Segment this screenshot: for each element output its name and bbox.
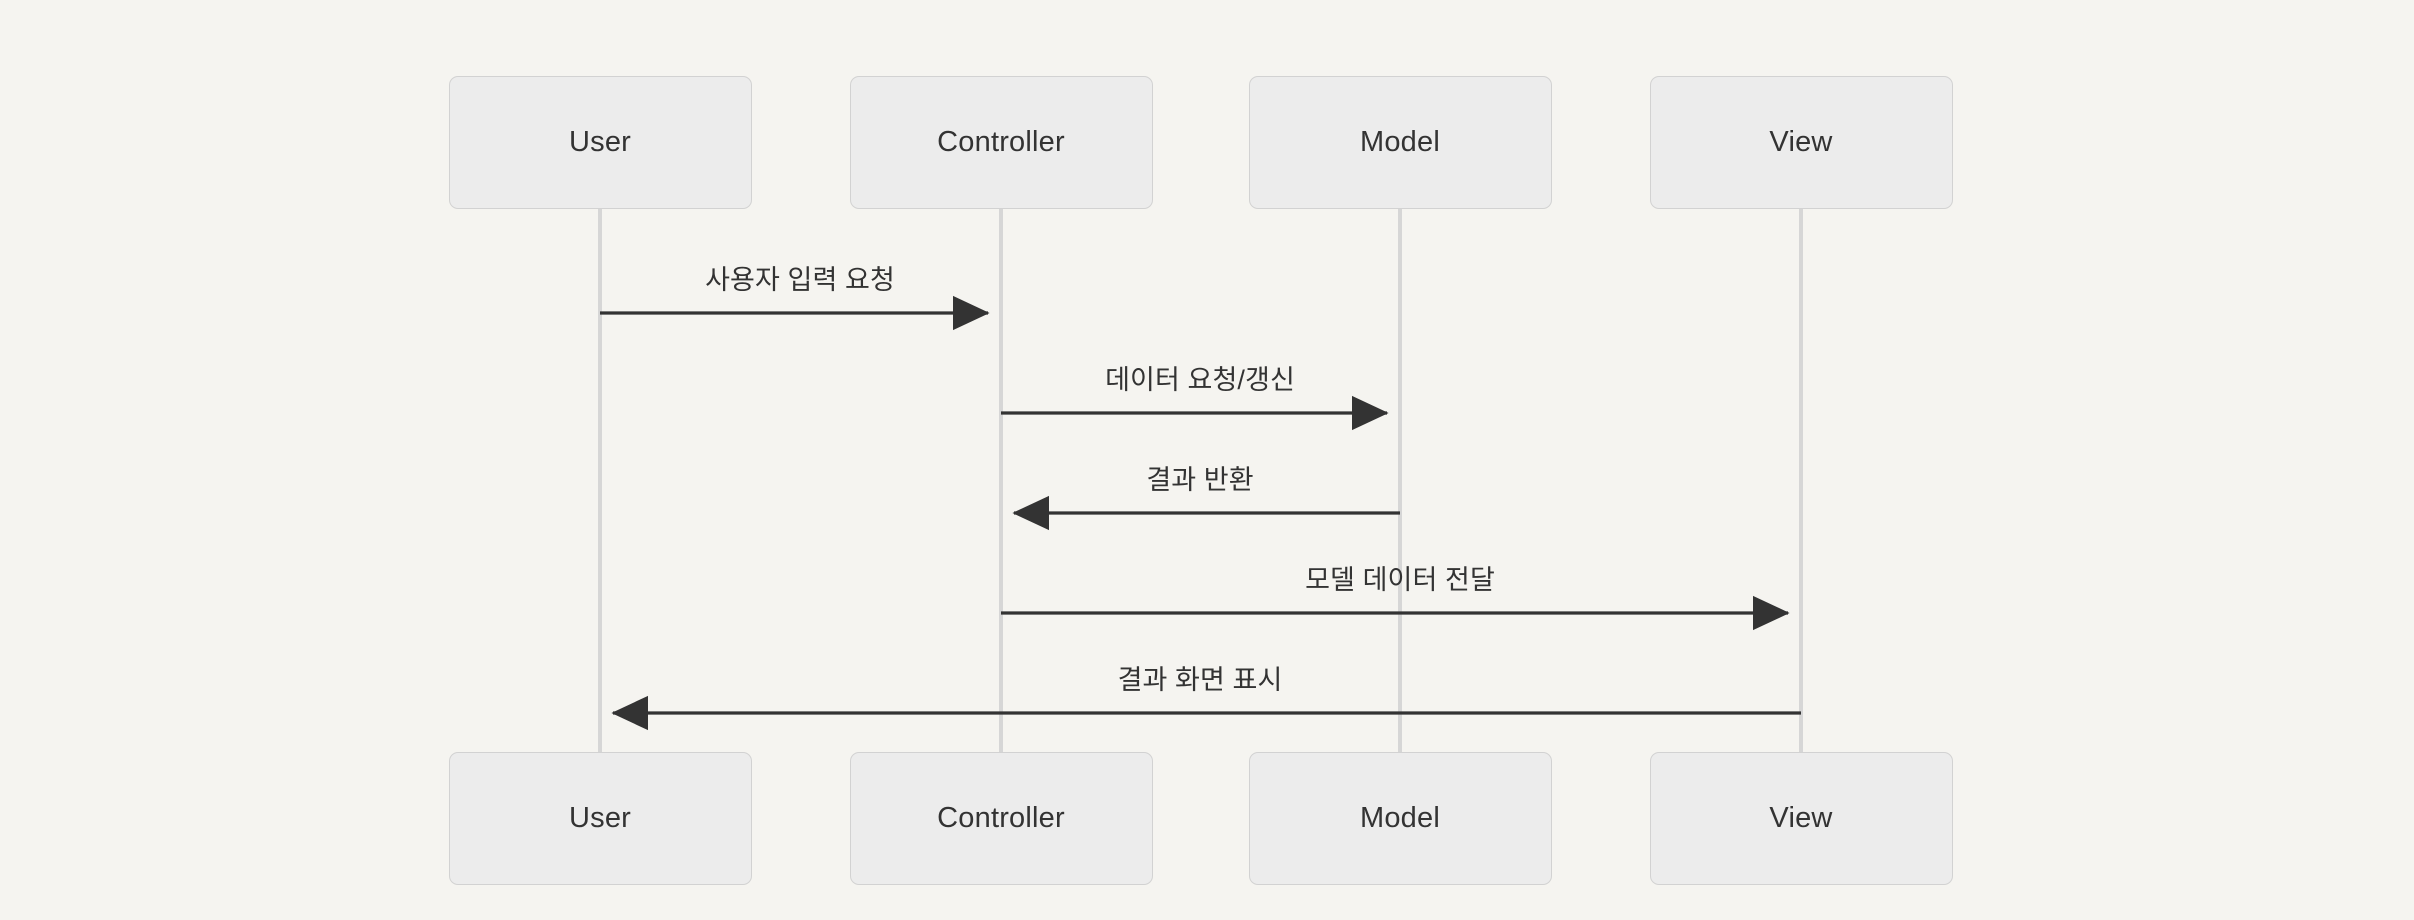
participant-box-view-bottom[interactable]: View (1649, 752, 1953, 885)
participant-label-user-bottom: User (568, 802, 632, 834)
message-label-3: 결과 반환 (1146, 465, 1254, 495)
participant-label-view-bottom: View (1769, 802, 1833, 834)
message-label-1: 사용자 입력 요청 (705, 265, 895, 295)
lifelines-group (598, 209, 1803, 752)
participant-box-view-top[interactable]: View (1649, 76, 1953, 209)
message-arrows-group (600, 295, 1801, 731)
participant-box-controller-bottom[interactable]: Controller (849, 752, 1153, 885)
participant-box-model-bottom[interactable]: Model (1248, 752, 1552, 885)
participant-box-model-top[interactable]: Model (1248, 76, 1552, 209)
participant-label-controller-top: Controller (937, 126, 1065, 158)
participant-label-model-bottom: Model (1360, 802, 1440, 834)
participant-label-view-top: View (1769, 126, 1833, 158)
participant-label-model-top: Model (1360, 126, 1440, 158)
participant-box-user-top[interactable]: User (448, 76, 752, 209)
participant-label-user-top: User (568, 126, 632, 158)
participant-label-controller-bottom: Controller (937, 802, 1065, 834)
participant-box-user-bottom[interactable]: User (448, 752, 752, 885)
message-label-2: 데이터 요청/갱신 (1105, 365, 1295, 395)
message-label-4: 모델 데이터 전달 (1305, 565, 1495, 595)
participant-box-controller-top[interactable]: Controller (849, 76, 1153, 209)
message-label-5: 결과 화면 표시 (1117, 665, 1283, 695)
